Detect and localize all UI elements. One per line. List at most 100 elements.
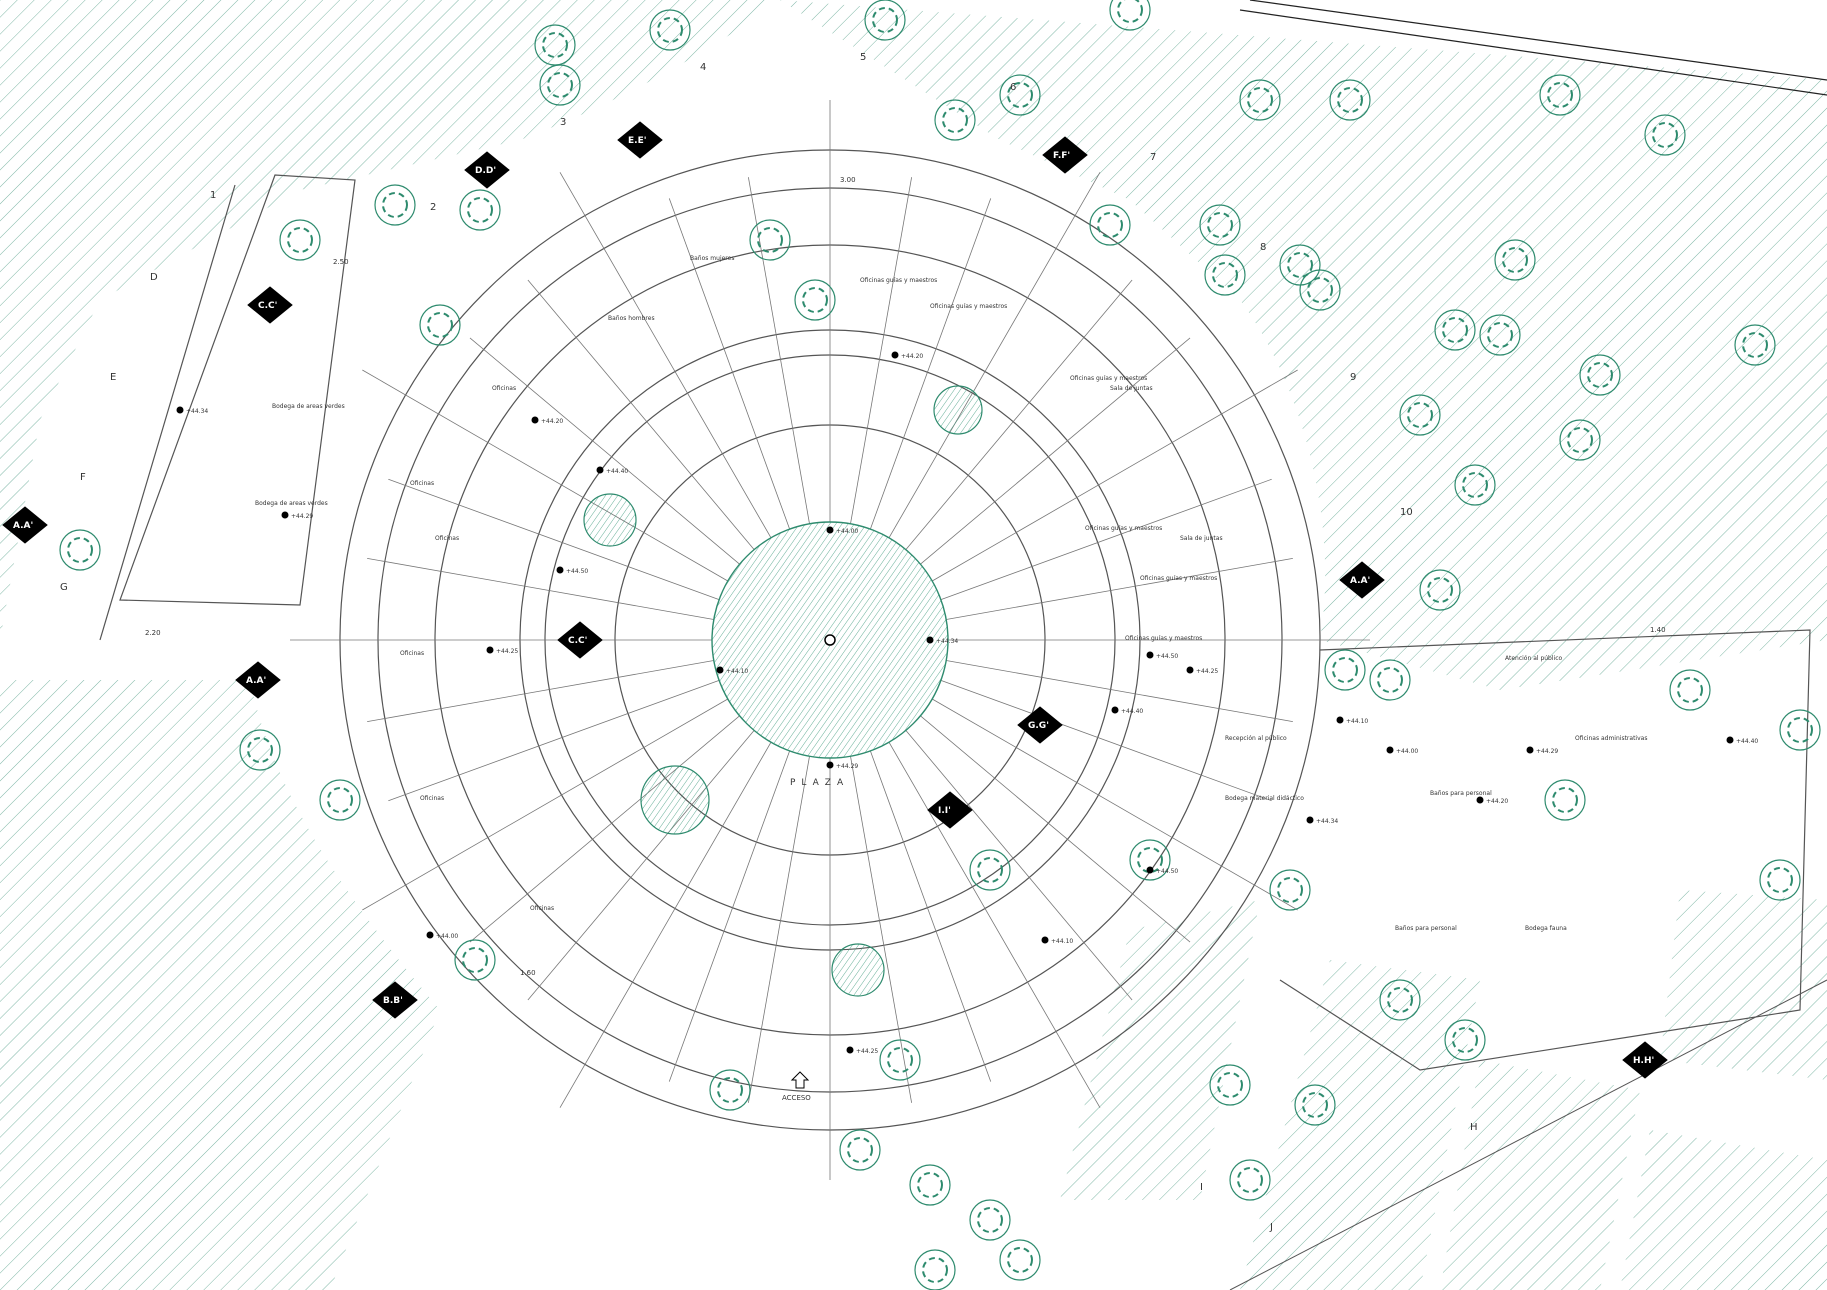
level-mark: +44.34 <box>926 636 958 645</box>
room-label: Oficinas <box>410 480 434 487</box>
room-label: Atención al público <box>1505 655 1562 662</box>
radial-line <box>559 741 772 1108</box>
section-marker: E.E' <box>617 121 663 159</box>
tree-icon <box>1539 74 1581 116</box>
west-wing-outline <box>119 174 356 606</box>
level-mark: +44.34 <box>176 406 208 415</box>
tree-icon <box>1669 669 1711 711</box>
svg-text:C.C': C.C' <box>568 636 587 646</box>
tree-icon <box>59 529 101 571</box>
axis-label: I <box>1200 1182 1203 1193</box>
svg-text:H.H': H.H' <box>1633 1056 1654 1066</box>
axis-label: J <box>1269 1222 1273 1233</box>
section-marker: C.C' <box>557 621 603 659</box>
radial-line <box>946 557 1293 620</box>
room-label: Oficinas <box>492 385 516 392</box>
svg-text:+44.25: +44.25 <box>1196 668 1218 675</box>
tree-icon <box>864 0 906 41</box>
svg-text:+44.10: +44.10 <box>726 668 748 675</box>
room-label: Baños para personal <box>1430 790 1492 797</box>
svg-text:+44.29: +44.29 <box>1536 748 1558 755</box>
level-mark: +44.00 <box>426 931 458 940</box>
level-mark-group: +44.34+44.29+44.20+44.40+44.50+44.25+44.… <box>176 351 1758 1055</box>
tree-icon <box>1399 394 1441 436</box>
radial-line <box>888 741 1101 1108</box>
room-label: Sala de juntas <box>1110 385 1153 392</box>
section-marker: A.A' <box>2 506 48 544</box>
tree-icon <box>1229 1159 1271 1201</box>
radial-line <box>905 730 1133 1001</box>
section-marker: A.A' <box>235 661 281 699</box>
level-mark: +44.50 <box>1146 651 1178 660</box>
tree-icon <box>1294 1084 1336 1126</box>
tree-icon <box>239 729 281 771</box>
radial-line <box>388 478 720 601</box>
radial-line <box>388 679 720 802</box>
room-label: Bodega de areas verdes <box>272 403 345 410</box>
dimension-label: 2.50 <box>333 258 349 266</box>
level-mark: +44.50 <box>1146 866 1178 875</box>
radial-line <box>362 698 729 911</box>
level-mark: +44.25 <box>486 646 518 655</box>
planter-south-west <box>640 765 710 835</box>
room-label: Oficinas <box>400 650 424 657</box>
svg-text:+44.34: +44.34 <box>186 408 208 415</box>
radial-line <box>362 369 729 582</box>
tree-icon <box>1239 79 1281 121</box>
section-marker: D.D' <box>464 151 510 189</box>
room-label: Oficinas administrativas <box>1575 735 1647 742</box>
svg-text:F.F': F.F' <box>1053 151 1070 161</box>
tree-icon <box>1199 204 1241 246</box>
axis-label: G <box>60 582 68 593</box>
room-label: Oficinas <box>435 535 459 542</box>
svg-text:+44.29: +44.29 <box>291 513 313 520</box>
tree-icon <box>1734 324 1776 366</box>
radial-line <box>931 698 1298 911</box>
axis-label: 5 <box>860 52 866 63</box>
tree-icon <box>749 219 791 261</box>
tree-icon <box>1494 239 1536 281</box>
svg-text:+44.34: +44.34 <box>1316 818 1338 825</box>
tree-icon <box>709 1069 751 1111</box>
axis-label: D <box>150 272 158 283</box>
axis-label: 1 <box>210 190 216 201</box>
radial-line <box>367 557 714 620</box>
radial-line <box>559 172 772 539</box>
level-mark: +44.29 <box>281 511 313 520</box>
tree-icon <box>459 189 501 231</box>
radial-line <box>527 730 755 1001</box>
axis-label: F <box>80 472 86 483</box>
svg-text:G.G': G.G' <box>1028 721 1049 731</box>
room-label: Oficinas guías y maestros <box>1125 635 1202 642</box>
plaza-center-point <box>824 634 836 646</box>
radial-grid <box>290 100 1370 1180</box>
level-mark: +44.20 <box>531 416 563 425</box>
svg-text:B.B': B.B' <box>383 996 403 1006</box>
axis-label: 7 <box>1150 152 1156 163</box>
tree-icon <box>1759 859 1801 901</box>
svg-text:+44.00: +44.00 <box>836 528 858 535</box>
axis-label: 10 <box>1400 507 1413 518</box>
radial-line <box>905 279 1133 550</box>
radial-line <box>469 715 740 943</box>
tree-icon <box>1644 114 1686 156</box>
planter-north-east <box>933 385 983 435</box>
access-arrow-icon <box>790 1071 810 1089</box>
tree-icon <box>934 99 976 141</box>
axis-label: 4 <box>700 62 706 73</box>
level-mark: +44.25 <box>846 1046 878 1055</box>
tree-icon <box>319 779 361 821</box>
svg-text:+44.50: +44.50 <box>1156 868 1178 875</box>
room-label: Bodega material didáctico <box>1225 795 1304 802</box>
room-label: Bodega fauna <box>1525 925 1567 932</box>
tree-icon <box>1369 659 1411 701</box>
section-marker: G.G' <box>1017 706 1063 744</box>
tree-icon <box>1279 244 1321 286</box>
section-marker: A.A' <box>1339 561 1385 599</box>
level-mark: +44.50 <box>556 566 588 575</box>
axis-label: 3 <box>560 117 566 128</box>
room-label: Recepción al público <box>1225 735 1287 742</box>
svg-text:+44.20: +44.20 <box>541 418 563 425</box>
svg-text:+44.29: +44.29 <box>836 763 858 770</box>
